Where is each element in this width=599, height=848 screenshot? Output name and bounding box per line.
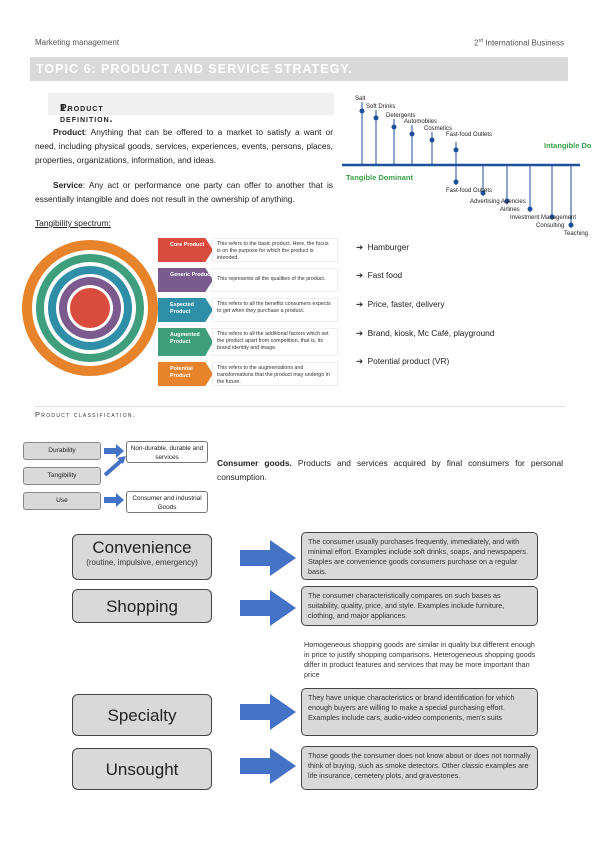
goods-unsought-box: Unsought xyxy=(72,748,212,790)
result-use: Consumer and industrial Goods xyxy=(126,491,208,513)
product-levels-circles xyxy=(22,240,158,376)
level-core-desc: This refers to the basic product. Here, … xyxy=(212,238,338,262)
level-potential-desc: This refers to the augmentations and tra… xyxy=(212,362,338,386)
arrow-icon xyxy=(104,493,124,507)
goods-shopping-desc: The consumer characteristically compares… xyxy=(301,586,538,626)
result-durability: Non-durable, durable and services xyxy=(126,441,208,463)
example-generic: ➔ Fast food xyxy=(356,270,403,280)
level-generic-tag: Generic Product xyxy=(158,268,213,292)
example-expected: ➔ Price, faster, delivery xyxy=(356,299,445,309)
level-core-tag: Core Product xyxy=(158,238,213,262)
section2-divider xyxy=(35,406,565,407)
criterion-tangibility: Tangibility xyxy=(23,467,101,485)
header-right: 2rd International Business xyxy=(474,38,564,48)
arrow-icon xyxy=(240,694,296,730)
goods-specialty-box: Specialty xyxy=(72,694,212,736)
arrow-icon xyxy=(104,444,124,458)
level-augmented-desc: This refers to all the additional factor… xyxy=(212,328,338,356)
svg-text:Soft Drinks: Soft Drinks xyxy=(366,104,395,110)
example-core: ➔ Hamburger xyxy=(356,242,410,252)
svg-text:Detergents: Detergents xyxy=(386,113,415,119)
example-augmented: ➔ Brand, kiosk, Mc Café, playground xyxy=(356,328,495,338)
section2-title: Product classification. xyxy=(35,410,137,419)
header-left: Marketing management xyxy=(35,38,120,47)
goods-shopping-box: Shopping xyxy=(72,589,212,623)
svg-text:Automobiles: Automobiles xyxy=(404,119,437,125)
svg-text:Fast-food Outlets: Fast-food Outlets xyxy=(446,132,492,138)
topic-title: TOPIC 6: PRODUCT AND SERVICE STRATEGY. xyxy=(36,62,353,76)
product-definition: Product: Anything that can be offered to… xyxy=(35,127,333,165)
criterion-use: Use xyxy=(23,492,101,510)
arrow-icon xyxy=(103,458,124,477)
svg-text:Investment Management: Investment Management xyxy=(510,215,576,221)
service-definition: Service: Any act or performance one part… xyxy=(35,180,333,204)
arrow-icon xyxy=(240,590,296,626)
svg-text:Salt: Salt xyxy=(355,96,366,102)
topic-banner: TOPIC 6: PRODUCT AND SERVICE STRATEGY. xyxy=(30,57,568,81)
goods-convenience-desc: The consumer usually purchases frequentl… xyxy=(301,532,538,580)
level-expected-desc: This refers to all the benefits consumer… xyxy=(212,298,338,322)
criterion-durability: Durability xyxy=(23,442,101,460)
goods-convenience-box: Convenience (routine, impulsive, emergen… xyxy=(72,534,212,580)
spectrum-top-labels: Salt Soft Drinks Detergents Automobiles … xyxy=(355,96,492,138)
svg-text:Cosmetics: Cosmetics xyxy=(424,126,452,132)
shopping-goods-note: Homogeneous shopping goods are similar i… xyxy=(304,640,536,679)
classification-arrows xyxy=(103,444,126,507)
spectrum-bottom-labels: Fast-food Outlets Advertising Agencies A… xyxy=(446,188,588,237)
tangible-dominant-label: Tangible Dominant xyxy=(346,173,413,182)
level-augmented-tag: Augmented Product xyxy=(158,328,213,356)
goods-specialty-desc: They have unique characteristics or bran… xyxy=(301,688,538,736)
svg-text:Teaching: Teaching xyxy=(564,231,588,237)
section1-title: Product definition. xyxy=(60,103,114,125)
goods-arrows xyxy=(240,540,296,784)
spectrum-top-stems xyxy=(359,102,459,165)
svg-text:Fast-food Outlets: Fast-food Outlets xyxy=(446,188,492,194)
level-potential-tag: Potential Product xyxy=(158,362,213,386)
spectrum-bottom-stems xyxy=(453,165,574,228)
example-potential: ➔ Potential product (VR) xyxy=(356,356,450,366)
consumer-goods-definition: Consumer goods. Products and services ac… xyxy=(217,458,563,482)
section1-heading: 1. Product definition. xyxy=(48,93,334,125)
arrow-icon xyxy=(240,748,296,784)
section1-number: 1. xyxy=(60,103,71,114)
tangibility-label: Tangibility spectrum: xyxy=(35,218,111,228)
intangible-dominant-label: Intangible Dominant xyxy=(544,141,592,150)
svg-text:Advertising Agencies: Advertising Agencies xyxy=(470,199,526,205)
tangibility-spectrum-diagram: Salt Soft Drinks Detergents Automobiles … xyxy=(342,96,592,237)
arrow-icon xyxy=(240,540,296,576)
level-generic-desc: This represents all the qualities of the… xyxy=(212,268,338,292)
core-circle xyxy=(70,288,110,328)
svg-text:Airlines: Airlines xyxy=(500,207,520,213)
goods-unsought-desc: Those goods the consumer does not know a… xyxy=(301,746,538,790)
level-expected-tag: Expected Product xyxy=(158,298,213,322)
svg-text:Consulting: Consulting xyxy=(536,223,564,229)
